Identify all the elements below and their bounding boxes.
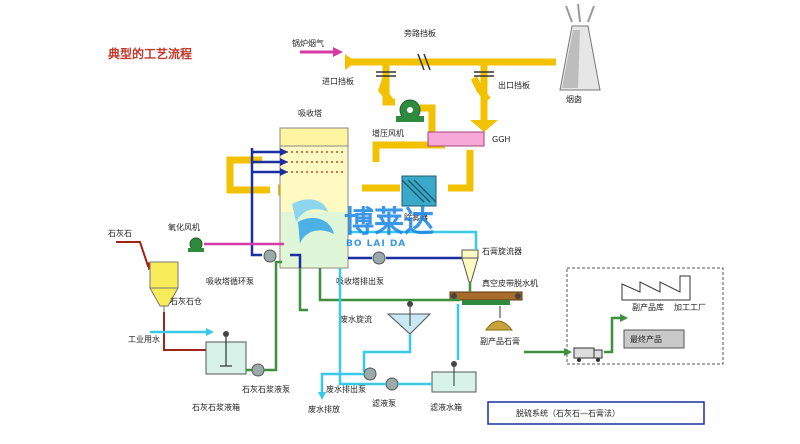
absorber-tower: [279, 127, 349, 269]
label-filtrate-tank: 滤液水箱: [430, 402, 462, 412]
label-bypass-damper: 旁路挡板: [404, 28, 436, 38]
limestone-feed-line: [116, 241, 152, 267]
flue-gas-ducts: [226, 58, 556, 194]
wastewater-out-arrow-icon: [318, 392, 326, 400]
label-limestone-slurry-tank: 石灰石浆液箱: [192, 402, 240, 412]
chimney: [559, 3, 601, 91]
gypsum-cyclone: [461, 249, 479, 283]
outlet-damper: [474, 71, 494, 77]
filtrate-return-line: [338, 268, 432, 386]
label-wastewater-discharge: 废水排放: [308, 404, 340, 414]
ggh-return-duct: [372, 141, 445, 162]
watermark-chinese: 博莱达: [344, 205, 434, 240]
filtrate-tank: [431, 361, 477, 393]
label-absorber-circ-pump: 吸收塔循环泵: [206, 276, 254, 286]
label-wastewater-cyclone: 废水旋流: [340, 314, 372, 324]
demister: [401, 175, 437, 207]
label-processing-plant: 加工工厂: [674, 302, 706, 312]
legend-box: [487, 401, 705, 425]
label-limestone: 石灰石: [108, 228, 132, 238]
label-wastewater-discharge-pump: 废水排出泵: [326, 384, 366, 394]
boiler-gas-arrow-icon: [345, 54, 356, 70]
label-outlet-damper: 出口挡板: [498, 80, 530, 90]
inlet-duct-bend: [378, 76, 393, 103]
discharge-line: [348, 256, 472, 268]
label-oxidation-fan: 氧化风机: [168, 222, 200, 232]
storage-arrow-icon: [620, 314, 628, 322]
label-absorber-discharge-pump: 吸收塔排出泵: [336, 276, 384, 286]
booster-fan: [396, 99, 424, 122]
vacuum-belt-filter: [449, 291, 523, 305]
limestone-silo: [149, 261, 179, 312]
wastewater-cyclone: [386, 301, 432, 335]
oxidation-fan: [188, 237, 204, 252]
label-inlet-damper: 进口挡板: [322, 76, 354, 86]
truck-icon: [573, 347, 603, 362]
factory: [621, 275, 691, 301]
filtrate-pump: [385, 377, 399, 391]
absorber-inlet-duct: [226, 156, 270, 194]
label-demister: 除雾器: [404, 212, 428, 222]
limestone-slurry-tank: [205, 331, 247, 375]
absorber-circ-pump: [263, 249, 277, 263]
watermark-english: BO LAI DA: [346, 239, 406, 249]
diagram-title: 典型的工艺流程: [108, 46, 192, 61]
ggh-to-demister-duct: [448, 150, 474, 192]
gypsum-pile: [485, 320, 514, 331]
label-limestone-slurry-pump: 石灰石浆液泵: [242, 384, 290, 394]
boiler-gas-pink-arrow: [300, 47, 343, 57]
slurry-feed-line: [246, 260, 282, 372]
circulation-arrows: [280, 148, 288, 176]
watermark-logo: 博莱达 BO LAI DA: [292, 199, 434, 249]
label-boiler-flue-gas: 锅炉烟气: [292, 38, 324, 48]
truck-to-storage-line: [604, 316, 626, 354]
label-vacuum-belt: 真空皮带脱水机: [482, 278, 538, 288]
label-limestone-silo: 石灰石仓: [170, 296, 202, 306]
outlet-arrow-icon: [470, 120, 498, 132]
absorber-to-wastewater-line: [298, 268, 308, 312]
truck-arrow-icon: [564, 348, 572, 356]
label-byproduct-storage: 副产品库: [632, 302, 664, 312]
process-water-line: [348, 230, 478, 250]
label-booster-fan: 增压风机: [372, 128, 404, 138]
belt-return-line: [318, 268, 460, 302]
outlet-duct-bend: [470, 76, 491, 103]
legend-label: 脱硫系统（石灰石—石膏法）: [516, 408, 620, 418]
ggh-exchanger: [427, 131, 485, 147]
label-chimney: 烟囱: [566, 94, 582, 104]
label-absorber: 吸收塔: [298, 108, 322, 118]
absorber-discharge-pump: [372, 251, 386, 265]
label-filtrate-pump: 滤液泵: [372, 398, 396, 408]
label-final-product: 最终产品: [630, 334, 662, 344]
silo-to-tank-line: [163, 312, 212, 351]
wastewater-discharge-pump: [363, 367, 377, 381]
label-byproduct-gypsum: 副产品石膏: [480, 336, 520, 346]
bypass-damper: [417, 53, 431, 71]
byproduct-area: [566, 267, 724, 365]
label-ggh: GGH: [492, 135, 510, 144]
label-gypsum-cyclone: 石膏旋流器: [482, 246, 522, 256]
label-industrial-water: 工业用水: [128, 334, 160, 344]
inlet-damper: [376, 71, 396, 77]
limestone-slurry-pump: [251, 363, 265, 377]
final-product-block: [623, 329, 685, 349]
industrial-water-arrow-icon: [206, 328, 214, 336]
wastewater-out-line: [320, 372, 364, 396]
cyclone-to-pump-line: [362, 334, 412, 372]
